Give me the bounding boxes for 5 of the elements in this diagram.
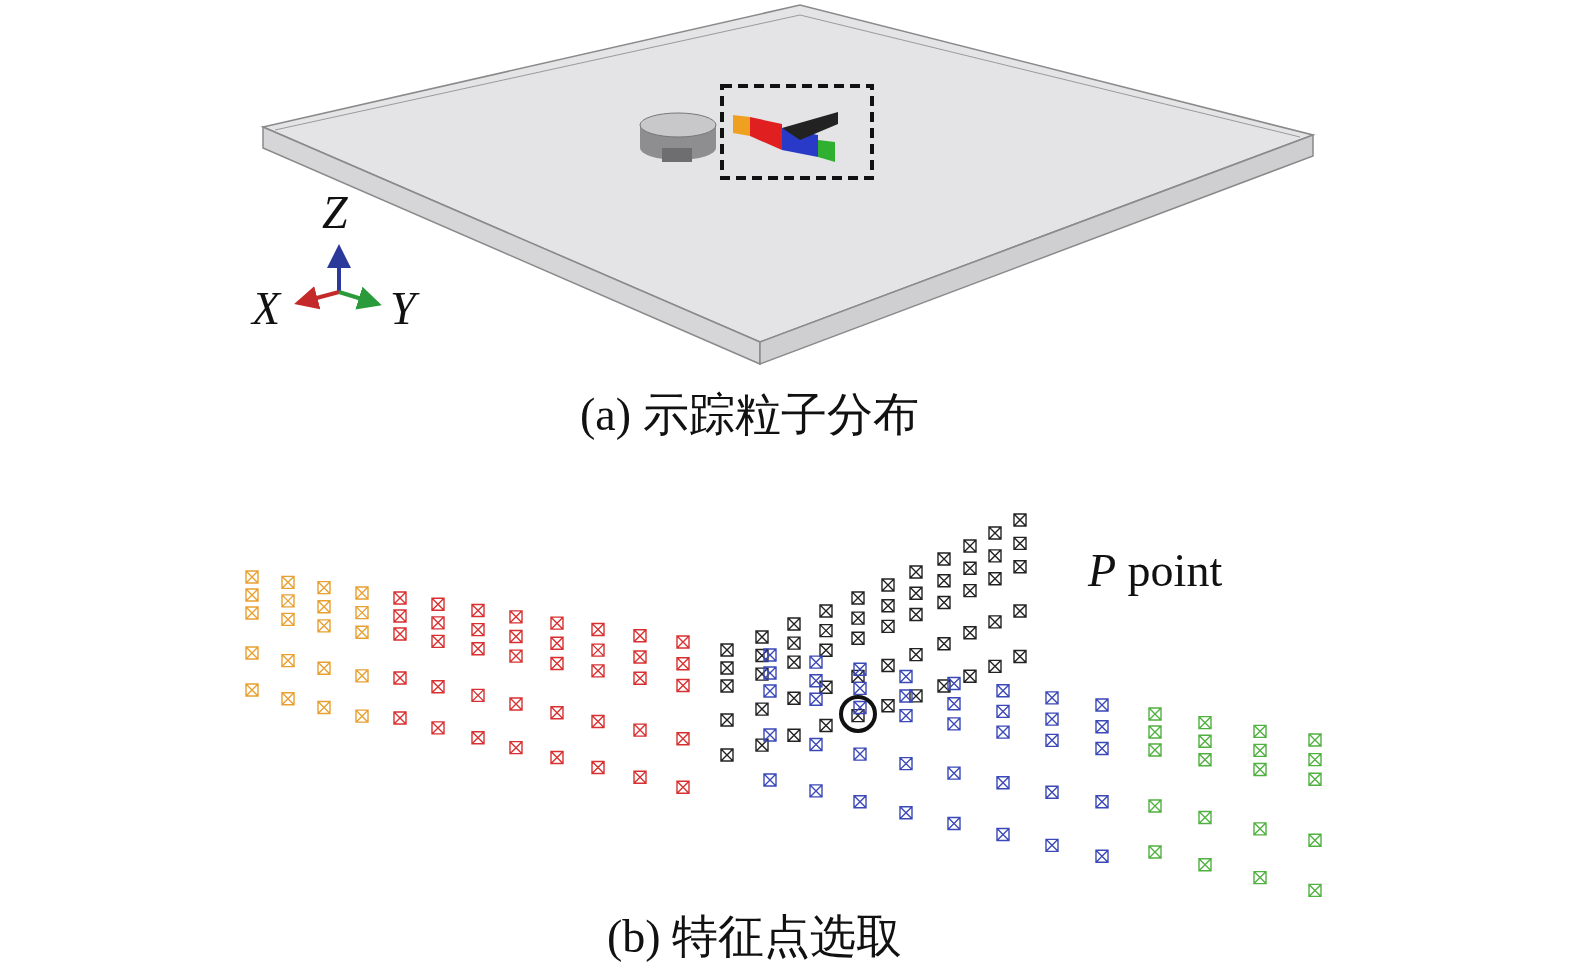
subfigure-caption: (b) 特征点选取 [607,914,903,960]
axis-label: Z [322,190,348,236]
subfigure-caption: (a) 示踪粒子分布 [580,392,919,438]
point-label: P point [1088,548,1223,594]
axis-label: X [252,286,281,332]
